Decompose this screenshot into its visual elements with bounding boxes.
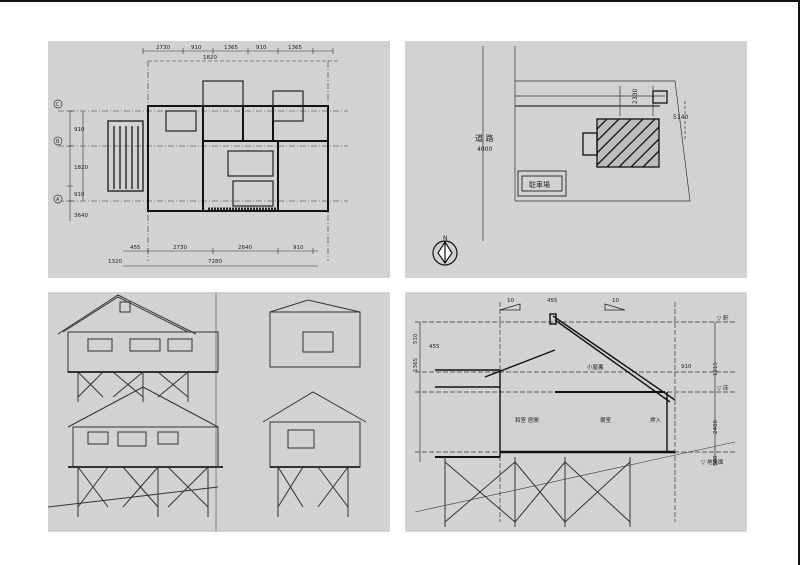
- plan-dim-left-2: 1820: [74, 165, 88, 171]
- plan-dim-top-1: 2730: [156, 45, 170, 51]
- section-room-main: 和室 居間: [515, 416, 539, 424]
- site-plan-drawing: 道 路 4000 2330 5140 駐車場 N: [432, 46, 691, 266]
- site-parking-label: 駐車場: [529, 180, 550, 189]
- floor-plan-photo: 2730 910 1365 910 1365 1820 C B A 910 18…: [48, 41, 390, 278]
- section-room-attic: 小屋裏: [587, 363, 604, 371]
- plan-dim-top-3: 1365: [224, 45, 238, 51]
- elevation-drawing: [48, 292, 367, 532]
- plan-dim-left-1: 910: [74, 127, 85, 133]
- plan-dim-top-4: 910: [256, 45, 267, 51]
- site-north-label: N: [443, 235, 448, 242]
- section-level-floor: ▽ 床: [717, 384, 729, 392]
- site-road-label: 道 路: [475, 133, 494, 143]
- plan-dim-top-2: 910: [191, 45, 202, 51]
- site-road-width: 4000: [477, 146, 492, 153]
- section-drawing: 10 10 455 510 455 1365 910 1215 2400 500…: [413, 298, 736, 527]
- section-dim-right-c: 500: [713, 455, 719, 466]
- section-level-eaves: ▽ 軒: [717, 315, 729, 322]
- section-dim-left-a: 510: [413, 333, 419, 344]
- plan-grid-c: C: [56, 102, 60, 108]
- plan-dim-bottom-3: 2640: [238, 245, 252, 251]
- site-dim-b: 5140: [673, 114, 688, 121]
- elevation-photo: [48, 292, 390, 532]
- page-edge-top: [0, 0, 800, 2]
- plan-dim-bottom-1: 455: [130, 245, 141, 251]
- plan-dim-top-sub: 1820: [203, 55, 217, 61]
- plan-dim-bottom-2: 2730: [173, 245, 187, 251]
- site-plan-photo: 道 路 4000 2330 5140 駐車場 N: [405, 41, 747, 278]
- section-photo: 10 10 455 510 455 1365 910 1215 2400 500…: [405, 292, 747, 532]
- section-level-ground: ▽ 地盤面: [701, 458, 724, 466]
- section-slope-right: 10: [612, 298, 619, 304]
- section-room-storage: 押入: [650, 416, 662, 424]
- plan-dim-bottom-left: 1320: [108, 259, 122, 265]
- section-dim-right-b: 2400: [713, 420, 719, 434]
- section-dim-right-a: 1215: [713, 362, 719, 376]
- site-dim-a: 2330: [632, 89, 639, 104]
- floor-plan-drawing: 2730 910 1365 910 1365 1820 C B A 910 18…: [53, 45, 348, 267]
- section-dim-left-b: 455: [429, 344, 440, 350]
- plan-grid-b: B: [56, 139, 60, 145]
- section-room-bed: 寝室: [600, 416, 612, 424]
- section-slope-left: 10: [507, 298, 514, 304]
- page-edge-right: [798, 0, 800, 565]
- plan-dim-bottom-4: 910: [293, 245, 304, 251]
- plan-dim-left-3: 910: [74, 192, 85, 198]
- plan-dim-bottom-total: 7280: [208, 259, 222, 265]
- section-dim-mid: 910: [681, 364, 692, 370]
- plan-dim-top-5: 1365: [288, 45, 302, 51]
- plan-grid-a: A: [56, 197, 60, 203]
- section-dim-left-c: 1365: [413, 358, 419, 372]
- plan-dim-left-outer: 3640: [74, 213, 88, 219]
- section-dim-top-a: 455: [547, 298, 558, 304]
